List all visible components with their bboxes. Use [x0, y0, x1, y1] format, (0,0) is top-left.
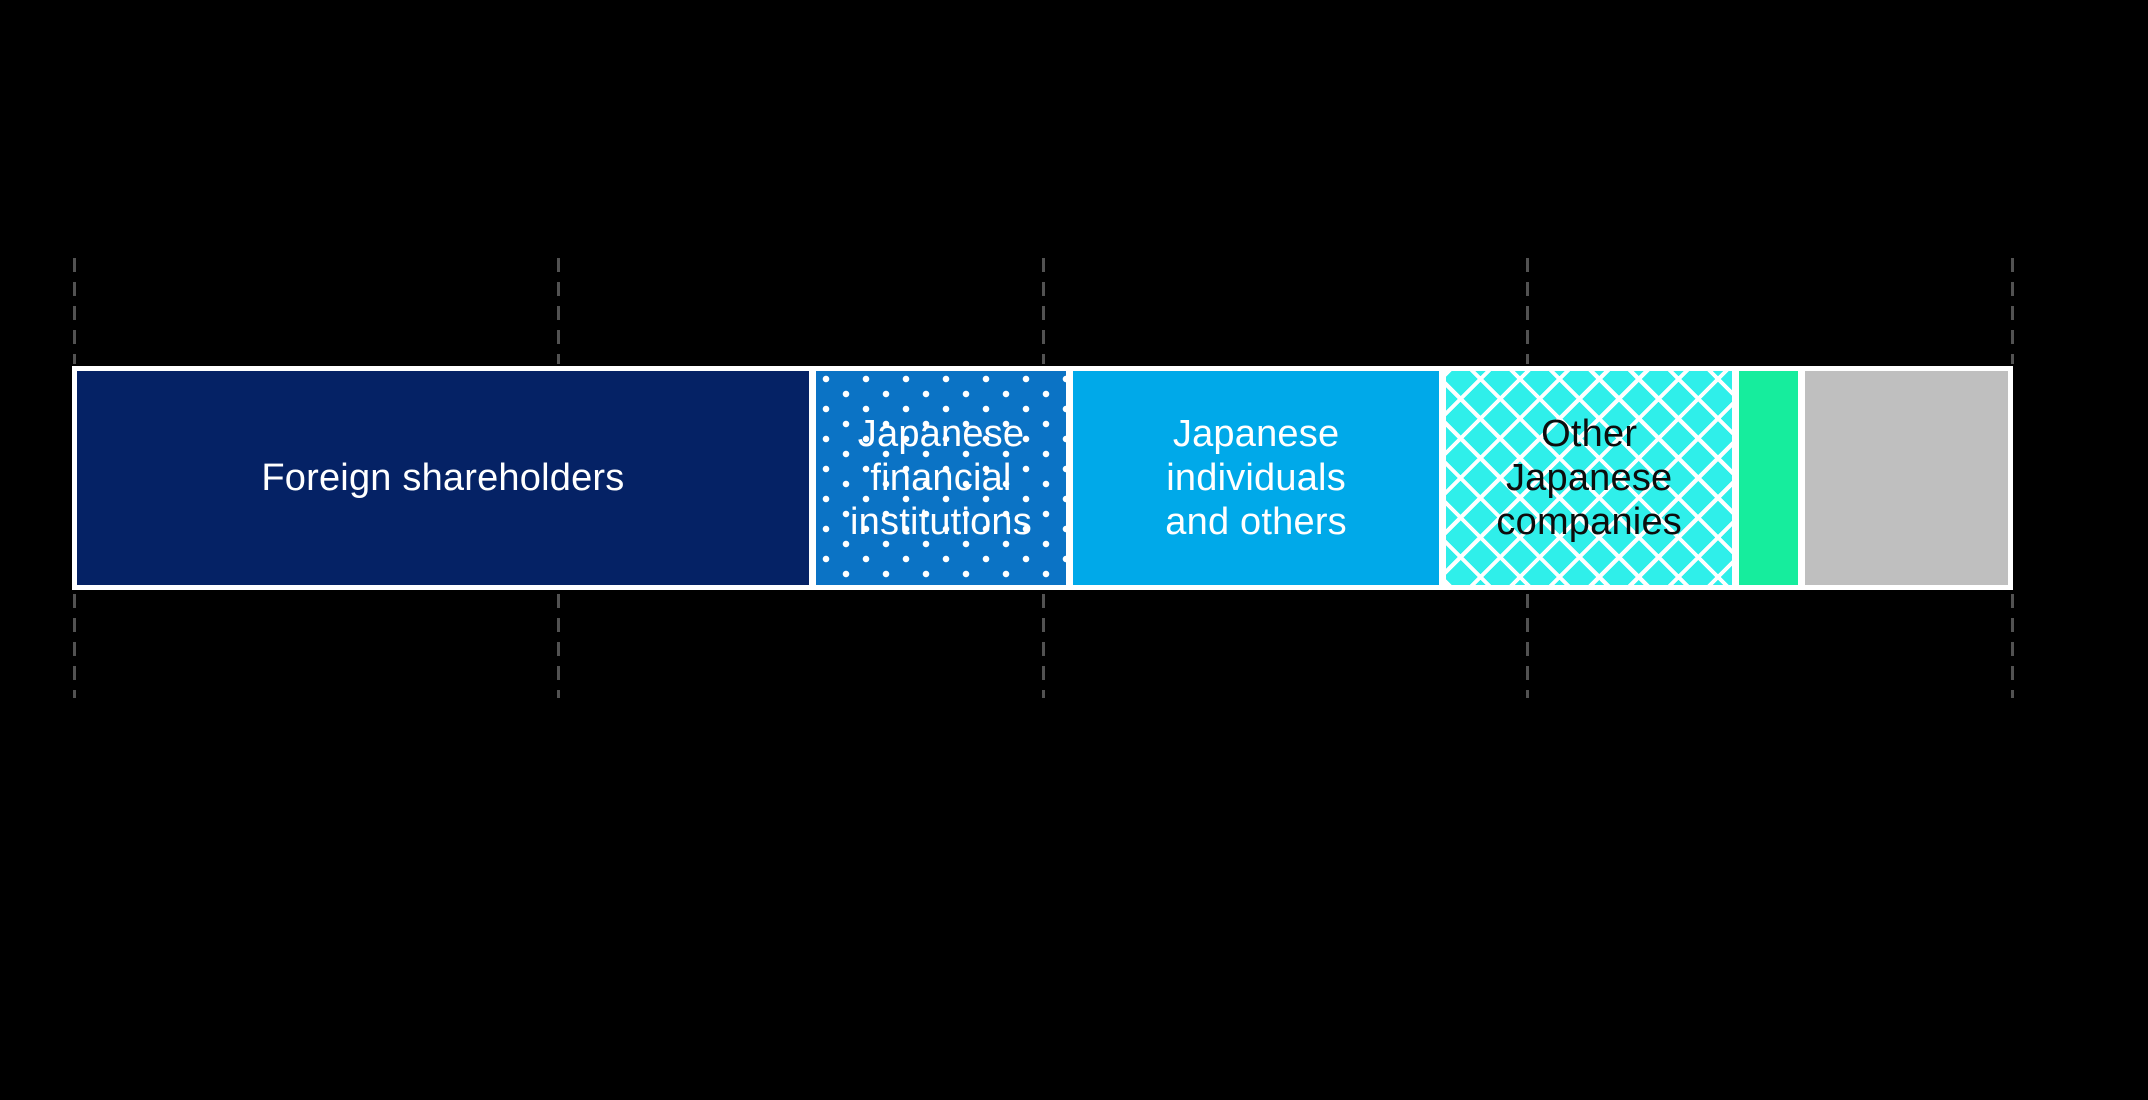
label-line: institutions	[850, 501, 1032, 544]
label-line: financial	[870, 456, 1012, 499]
bar-segment-unlabeled-6	[1805, 371, 2008, 585]
label-line: Other	[1541, 412, 1638, 455]
bar-segment-foreign-shareholders: Foreign shareholders	[77, 371, 809, 585]
label-line: companies	[1496, 501, 1682, 544]
bar-segment-unlabeled-5	[1739, 371, 1799, 585]
gridline-75pct	[1526, 594, 1529, 698]
label-line: Japanese	[1172, 412, 1340, 455]
label-line: Japanese	[1505, 456, 1673, 499]
label-line: individuals	[1166, 456, 1346, 499]
gridline-0pct	[72, 258, 76, 364]
gridline-0pct	[72, 594, 76, 698]
gridline-75pct	[1526, 258, 1529, 364]
gridline-25pct	[557, 594, 560, 698]
bar-segment-label: Foreign shareholders	[261, 456, 624, 500]
gridline-100pct	[2010, 594, 2014, 698]
gridline-50pct	[1041, 594, 1045, 698]
label-line: Japanese	[857, 412, 1025, 455]
label-line: and others	[1165, 501, 1347, 544]
gridline-50pct	[1041, 258, 1045, 364]
label-line: Foreign shareholders	[261, 456, 625, 499]
gridline-100pct	[2010, 258, 2014, 364]
gridline-25pct	[557, 258, 560, 364]
